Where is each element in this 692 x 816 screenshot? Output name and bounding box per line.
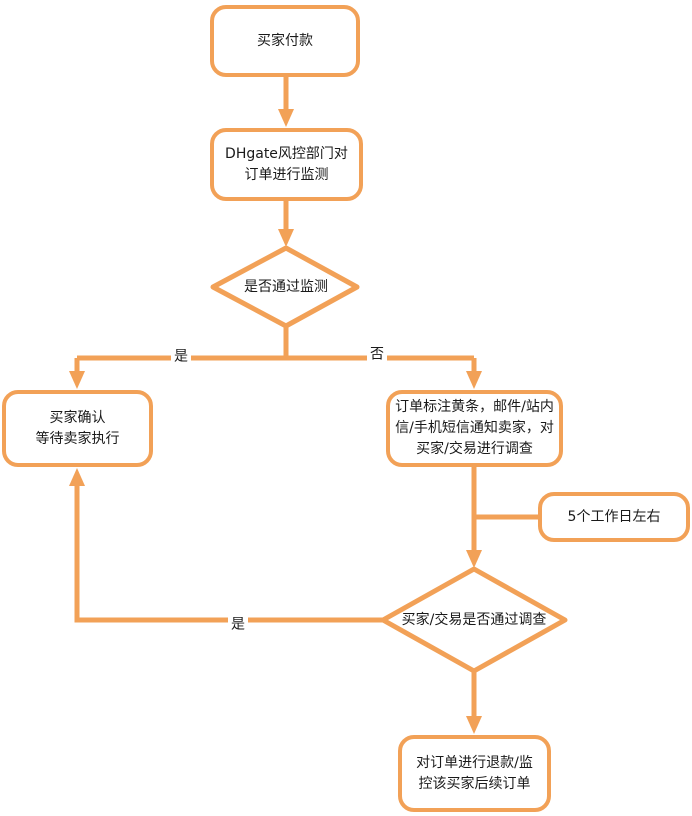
node-label: DHgate风控部门对订单进行监测: [225, 145, 348, 183]
node-label: 是否通过监测: [244, 279, 328, 295]
edge-label-investigation-yes: 是: [228, 616, 248, 634]
edge-monitor-to-decision: [278, 201, 294, 247]
arrowhead-down-icon: [278, 109, 294, 127]
node-notify-investigate: 订单标注黄条，邮件/站内信/手机短信通知卖家，对买家/交易进行调查: [386, 390, 563, 467]
node-start: 买家付款: [210, 5, 360, 77]
node-duration-note: 5个工作日左右: [538, 492, 690, 542]
node-label: 对订单进行退款/监控该买家后续订单: [416, 754, 533, 792]
arrowhead-up-icon: [69, 468, 85, 486]
connector-decision2-confirm: [74, 486, 383, 623]
edge-start-to-monitor: [278, 77, 294, 127]
node-label: 买家付款: [257, 32, 313, 49]
edge-decision2-yes-loop: [69, 468, 383, 623]
arrowhead-down-icon: [466, 550, 482, 568]
edge-label-monitor-no: 否: [367, 346, 387, 364]
arrowhead-down-icon: [69, 371, 85, 389]
decision-investigation-label: 买家/交易是否通过调查: [384, 610, 564, 631]
node-label: 买家确认 等待卖家执行: [35, 409, 120, 447]
edge-decision-branches: [69, 326, 482, 389]
decision-monitor-diamond: [210, 245, 360, 329]
arrowhead-down-icon: [466, 371, 482, 389]
connector-notify-decision2: [471, 467, 538, 551]
node-buyer-confirm: 买家确认 等待卖家执行: [2, 390, 153, 467]
edge-decision2-to-refund: [466, 671, 482, 734]
edge-notify-to-decision2: [466, 467, 538, 568]
node-monitor: DHgate风控部门对订单进行监测: [210, 128, 363, 201]
arrowhead-down-icon: [466, 716, 482, 734]
node-label: 买家/交易是否通过调查: [401, 612, 547, 628]
node-label: 5个工作日左右: [567, 508, 661, 525]
decision-investigation-diamond: [380, 566, 568, 674]
node-label: 订单标注黄条，邮件/站内信/手机短信通知卖家，对买家/交易进行调查: [395, 399, 554, 457]
edge-label-monitor-yes: 是: [171, 348, 191, 366]
connector-decision-split: [74, 326, 477, 373]
decision-monitor-label: 是否通过监测: [216, 277, 356, 298]
arrowhead-down-icon: [278, 229, 294, 247]
node-refund-monitor: 对订单进行退款/监控该买家后续订单: [398, 735, 551, 812]
